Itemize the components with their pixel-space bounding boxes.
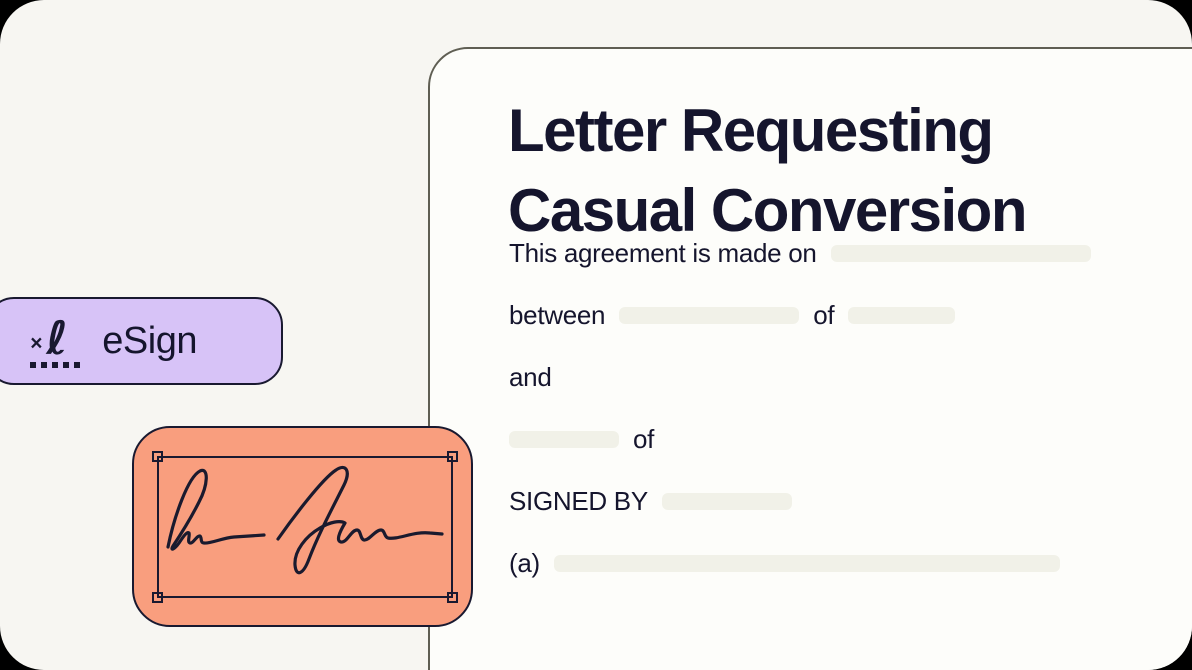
text-placeholder bbox=[553, 554, 1060, 572]
signature-loop-glyph: ℓ bbox=[46, 311, 68, 365]
handwritten-signature bbox=[166, 465, 444, 575]
text-placeholder bbox=[509, 430, 619, 448]
agreement-line-5: SIGNED BY bbox=[509, 483, 1189, 519]
line1-text: This agreement is made on bbox=[509, 237, 817, 268]
esign-badge[interactable]: × ℓ eSign bbox=[0, 297, 283, 385]
selection-handle-bottom-right[interactable] bbox=[447, 592, 458, 603]
selection-rectangle[interactable] bbox=[152, 451, 458, 603]
text-placeholder bbox=[830, 244, 1091, 262]
agreement-line-6: (a) bbox=[509, 545, 1189, 581]
selection-handle-bottom-left[interactable] bbox=[152, 592, 163, 603]
agreement-line-4: of bbox=[509, 421, 1189, 457]
text-placeholder bbox=[619, 306, 800, 324]
selection-handle-top-left[interactable] bbox=[152, 451, 163, 462]
line4-of-text: of bbox=[633, 423, 655, 454]
dotted-line bbox=[30, 362, 81, 368]
text-placeholder bbox=[848, 306, 956, 324]
line2-text: between bbox=[509, 299, 606, 330]
document-body: This agreement is made on between of and… bbox=[509, 235, 1189, 607]
line6-text: (a) bbox=[509, 547, 540, 578]
signature-box[interactable] bbox=[132, 426, 473, 627]
agreement-line-2: between of bbox=[509, 297, 1189, 333]
x-mark-glyph: × bbox=[30, 332, 43, 355]
agreement-line-3: and bbox=[509, 359, 1189, 395]
document-card: Letter Requesting Casual Conversion This… bbox=[428, 47, 1192, 670]
esign-badge-label: eSign bbox=[102, 319, 197, 362]
line5-text: SIGNED BY bbox=[509, 485, 648, 516]
line3-text: and bbox=[509, 361, 552, 392]
text-placeholder bbox=[661, 492, 792, 510]
esign-signature-icon: × ℓ bbox=[30, 314, 86, 368]
line2-of-text: of bbox=[813, 299, 835, 330]
selection-handle-top-right[interactable] bbox=[447, 451, 458, 462]
agreement-line-1: This agreement is made on bbox=[509, 235, 1189, 271]
document-title: Letter Requesting Casual Conversion bbox=[508, 97, 1028, 244]
